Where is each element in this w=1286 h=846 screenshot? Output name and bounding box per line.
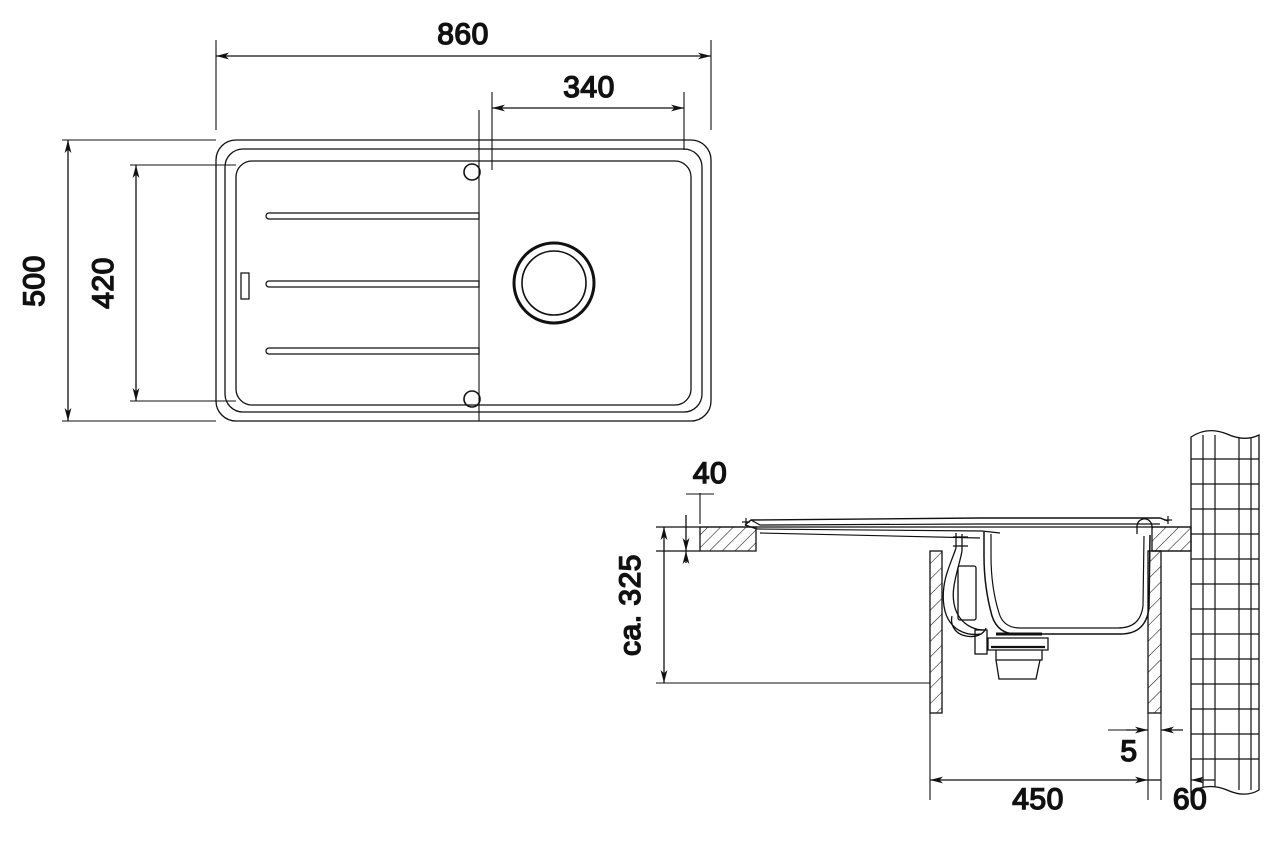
dimension-cabinet-depth: 450 [930,776,1148,817]
drain-outer-ring [512,241,596,325]
section-extension-lines [656,493,930,684]
dimension-overall-width: 860 [216,17,711,60]
plan-view: 860 340 500 420 [17,17,712,422]
section-view: 40 ca. 325 450 [613,429,1260,817]
drainboard-groove [265,212,480,220]
drainboard-groove [265,280,480,288]
overflow-slot [240,272,250,300]
rim-cross-marks [742,516,1172,526]
dimension-bowl-depth-label: 420 [87,257,120,309]
dimension-cabinet-depth-label: 450 [1012,783,1064,816]
dimension-counter-thickness: 40 [682,456,727,564]
left-cabinet-panel [929,550,943,714]
sink-inner-rim [235,160,692,406]
dimension-wall-offset-label: 60 [1173,783,1207,816]
section-lower-extension-lines [929,700,1192,800]
dimension-installed-height: ca. 325 [613,527,668,683]
waste-trap [974,629,1049,680]
dimension-overall-depth-label: 500 [18,255,51,307]
dimension-wall-offset: 60 [1148,776,1215,817]
countertop-edge-hatch [699,526,757,552]
dimension-bowl-depth: 420 [86,165,140,401]
tap-hole-icon [463,163,481,181]
plan-extension-lines [62,40,712,422]
dimension-overall-depth: 500 [17,140,72,421]
dimension-bowl-width: 340 [492,70,684,112]
sink-outer-rim [215,139,712,422]
dimension-counter-thickness-label: 40 [693,457,727,490]
dimension-installed-height-label: ca. 325 [614,554,647,656]
countertop-edge-hatch-right [1151,526,1192,552]
overflow-pipe [942,533,987,638]
dimension-bowl-width-label: 340 [563,71,615,104]
tap-hole-icon [463,390,481,408]
overflow-tube [957,565,977,621]
drain-inner-ring [521,250,587,316]
dimension-panel-thickness: 5 [1108,726,1183,769]
dimension-panel-thickness-label: 5 [1120,735,1137,768]
right-cabinet-panel [1147,550,1162,714]
drainboard-groove [265,347,480,355]
sink-middle-rim [224,148,703,413]
dimension-overall-width-label: 860 [437,18,489,51]
bowl-profile [983,518,1153,635]
drainboard-grooves [265,212,480,355]
masonry-wall [1190,429,1260,795]
